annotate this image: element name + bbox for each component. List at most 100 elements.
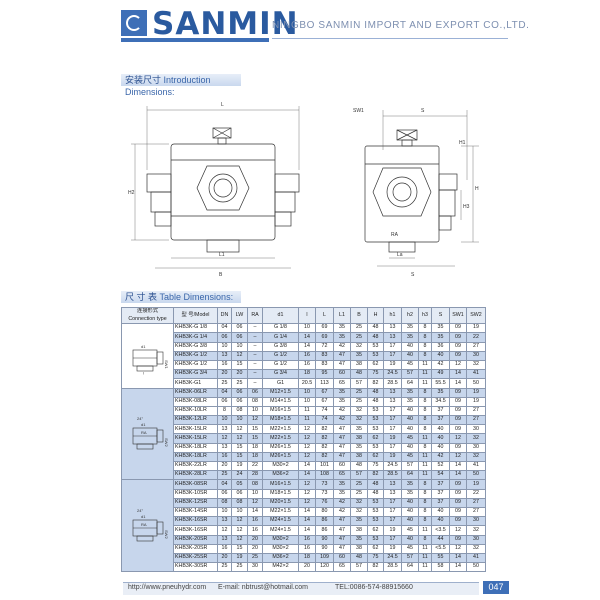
table-cell: 04 (217, 479, 232, 490)
table-cell: <3.5 (431, 525, 450, 536)
table-heading-en: Table Dimensions: (159, 292, 234, 302)
table-cell: 11 (418, 470, 432, 481)
model-cell: KHB3K-06LR (173, 387, 218, 398)
figure-ra-label: RA (141, 522, 147, 527)
model-cell: KHB3K-12SR (173, 497, 218, 508)
table-cell: 47 (333, 424, 351, 435)
table-cell: 40 (431, 350, 450, 361)
model-cell: KHB3K-10LR (173, 405, 218, 417)
table-cell: 17 (383, 415, 402, 426)
table-cell: 08 (247, 396, 263, 407)
table-cell: 25 (231, 562, 248, 573)
table-cell: 20.5 (298, 378, 316, 389)
table-cell: 14 (298, 525, 316, 536)
model-cell: KHB3K-20SR (173, 543, 218, 554)
table-cell: 12 (231, 350, 248, 361)
table-cell: 76 (315, 497, 334, 508)
table-cell: 8 (418, 341, 432, 352)
header-lw: LW (231, 306, 248, 325)
table-cell: 24 (231, 470, 248, 481)
table-cell: 47 (333, 451, 351, 463)
table-cell: 09 (449, 442, 467, 453)
model-cell: KHB3K-10SR (173, 488, 218, 499)
dim-l-label: L (221, 102, 224, 108)
table-cell: 27 (466, 497, 486, 508)
table-cell: 35 (333, 323, 351, 334)
footer-email[interactable]: E-mail: nbtrust@hotmail.com (218, 584, 308, 591)
table-cell: 25 (217, 562, 232, 573)
table-cell: 11 (418, 378, 432, 389)
table-cell: 12 (298, 433, 316, 444)
table-cell: 67 (315, 396, 334, 407)
table-cell: 50 (466, 562, 486, 573)
table-cell: 12 (449, 543, 467, 554)
table-cell: 32 (350, 506, 368, 518)
model-cell: KHB3K-30SR (173, 562, 218, 573)
table-cell: 32 (466, 359, 486, 371)
table-cell: 14 (449, 460, 467, 472)
table-cell: 37 (431, 488, 450, 499)
table-cell: 09 (449, 332, 467, 343)
table-cell: 17 (383, 341, 402, 352)
table-cell: 83 (315, 350, 334, 361)
table-cell: 25 (217, 470, 232, 481)
header-rule (272, 38, 508, 39)
table-cell: 82 (315, 451, 334, 463)
table-cell: 14 (298, 332, 316, 343)
table-cell: 32 (350, 415, 368, 426)
table-cell: 48 (350, 369, 368, 380)
table-cell: 25 (350, 332, 368, 343)
table-cell: 20 (231, 369, 248, 380)
table-cell: 09 (449, 341, 467, 352)
table-cell: 53 (367, 516, 384, 527)
table-cell: 06 (217, 396, 232, 407)
table-cell: 55.5 (431, 378, 450, 389)
table-cell: 08 (247, 479, 263, 490)
table-cell: 35 (431, 387, 450, 398)
table-cell: 13 (383, 387, 402, 398)
table-cell: 11 (418, 525, 432, 536)
table-cell: 64 (401, 378, 419, 389)
table-cell: 32 (350, 497, 368, 508)
table-cell: G 1/2 (262, 359, 299, 371)
table-cell: 55 (431, 552, 450, 564)
table-cell: 62 (367, 433, 384, 444)
figure-angle-label: 24° (137, 416, 143, 421)
figure-side-label: SW1 (164, 360, 169, 369)
table-cell: 35 (350, 442, 368, 453)
table-cell: 06 (247, 387, 263, 398)
table-cell: 11 (418, 359, 432, 371)
table-cell: 42 (333, 341, 351, 352)
model-cell: KHB3K-G 1/2 (173, 350, 218, 361)
header-s: S (431, 306, 450, 325)
table-cell: 35 (401, 396, 419, 407)
figure-d1-label: d1 (141, 514, 146, 519)
table-cell: 09 (449, 396, 467, 407)
table-cell: 35 (401, 387, 419, 398)
table-cell: 49 (431, 369, 450, 380)
table-cell: 16 (247, 525, 263, 536)
header-h: H (367, 306, 384, 325)
table-cell: 8 (418, 332, 432, 343)
technical-drawing: L H2 L1 B SW1 S H1 H H3 La RA S (128, 102, 479, 278)
table-cell: 12 (449, 359, 467, 371)
header-d1: d1 (262, 306, 299, 325)
dim-s2-label: S (411, 272, 415, 278)
footer-url[interactable]: http://www.pneuhydr.com (128, 584, 207, 591)
table-cell: 17 (383, 506, 402, 518)
table-cell: – (247, 378, 263, 389)
table-cell: 35 (401, 323, 419, 334)
table-cell: 08 (217, 497, 232, 508)
model-cell: KHB3K-25SR (173, 552, 218, 564)
table-cell: 30 (466, 442, 486, 453)
table-cell: 53 (367, 424, 384, 435)
